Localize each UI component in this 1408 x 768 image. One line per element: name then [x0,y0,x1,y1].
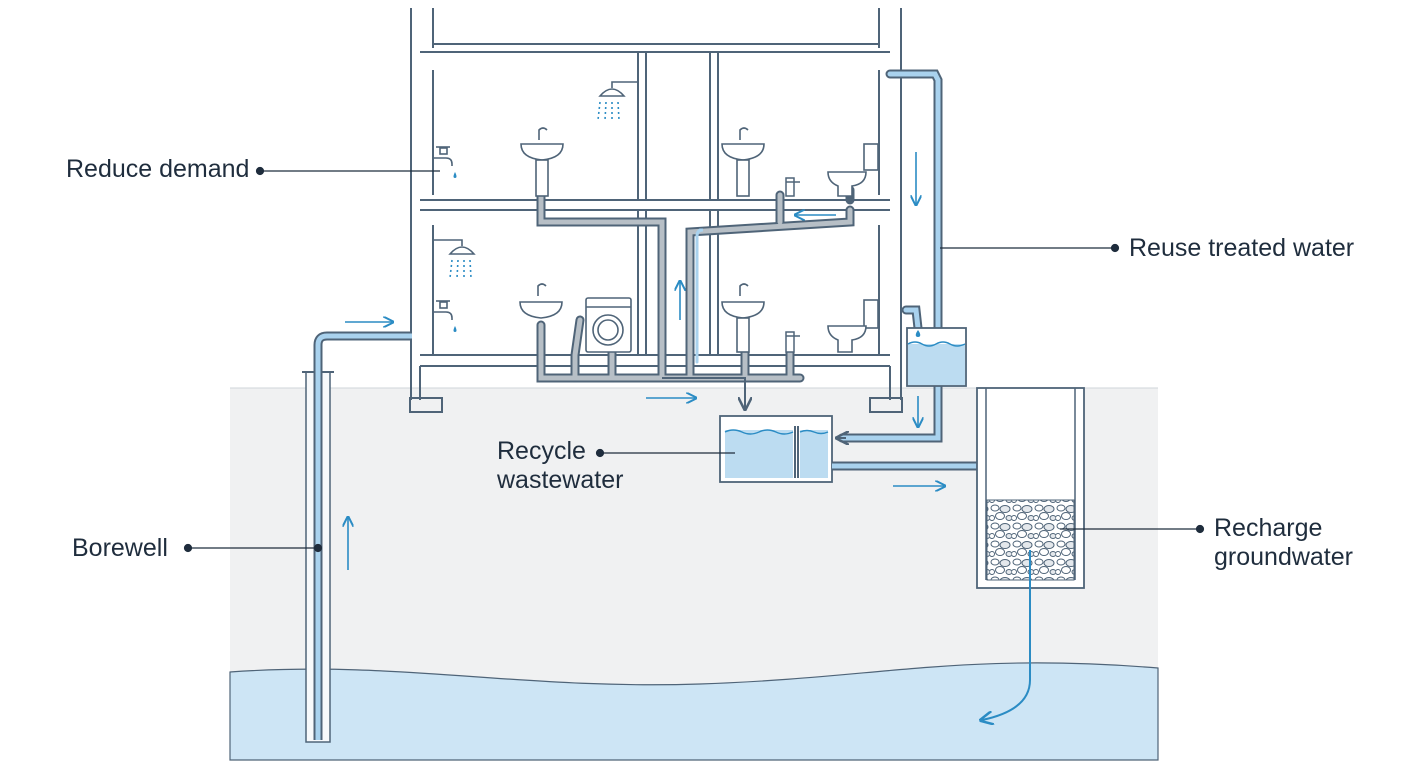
recycle-tank [719,415,833,483]
toilet-icon [827,299,879,353]
sink-icon [721,127,765,197]
label-recharge-groundwater: Recharge groundwater [1214,514,1353,572]
callout-leaders [183,166,1205,553]
flow-arrows [646,152,944,486]
label-recycle-wastewater-line1: Recycle [497,437,586,465]
washing-machine-icon [585,297,632,353]
shower-icon [597,81,637,121]
label-recycle-wastewater: Recycle wastewater [497,437,623,495]
tap-icon [433,146,457,178]
label-recharge-groundwater-line2: groundwater [1214,543,1353,571]
toilet-icon [827,143,879,197]
valve-icon [785,177,800,353]
sink-icon [519,283,563,319]
building-frame [409,8,903,413]
label-reuse-treated-water: Reuse treated water [1129,234,1355,262]
tap-icon [433,300,457,332]
label-recycle-wastewater-line2: wastewater [497,466,624,494]
sink-icon [520,127,564,197]
label-reduce-demand: Reduce demand [66,155,250,183]
label-recharge-groundwater-line1: Recharge [1214,514,1323,542]
label-borewell: Borewell [72,534,168,562]
sink-icon [721,283,765,353]
groundwater-aquifer [229,662,1159,761]
greywater-drain-pipes [536,190,855,383]
recharge-infiltration-arrow [982,550,1031,720]
treated-water-tank [906,327,967,387]
borewell-shaft [302,331,412,743]
shower-icon [433,239,476,279]
drain-to-tank-arrow [662,377,745,408]
